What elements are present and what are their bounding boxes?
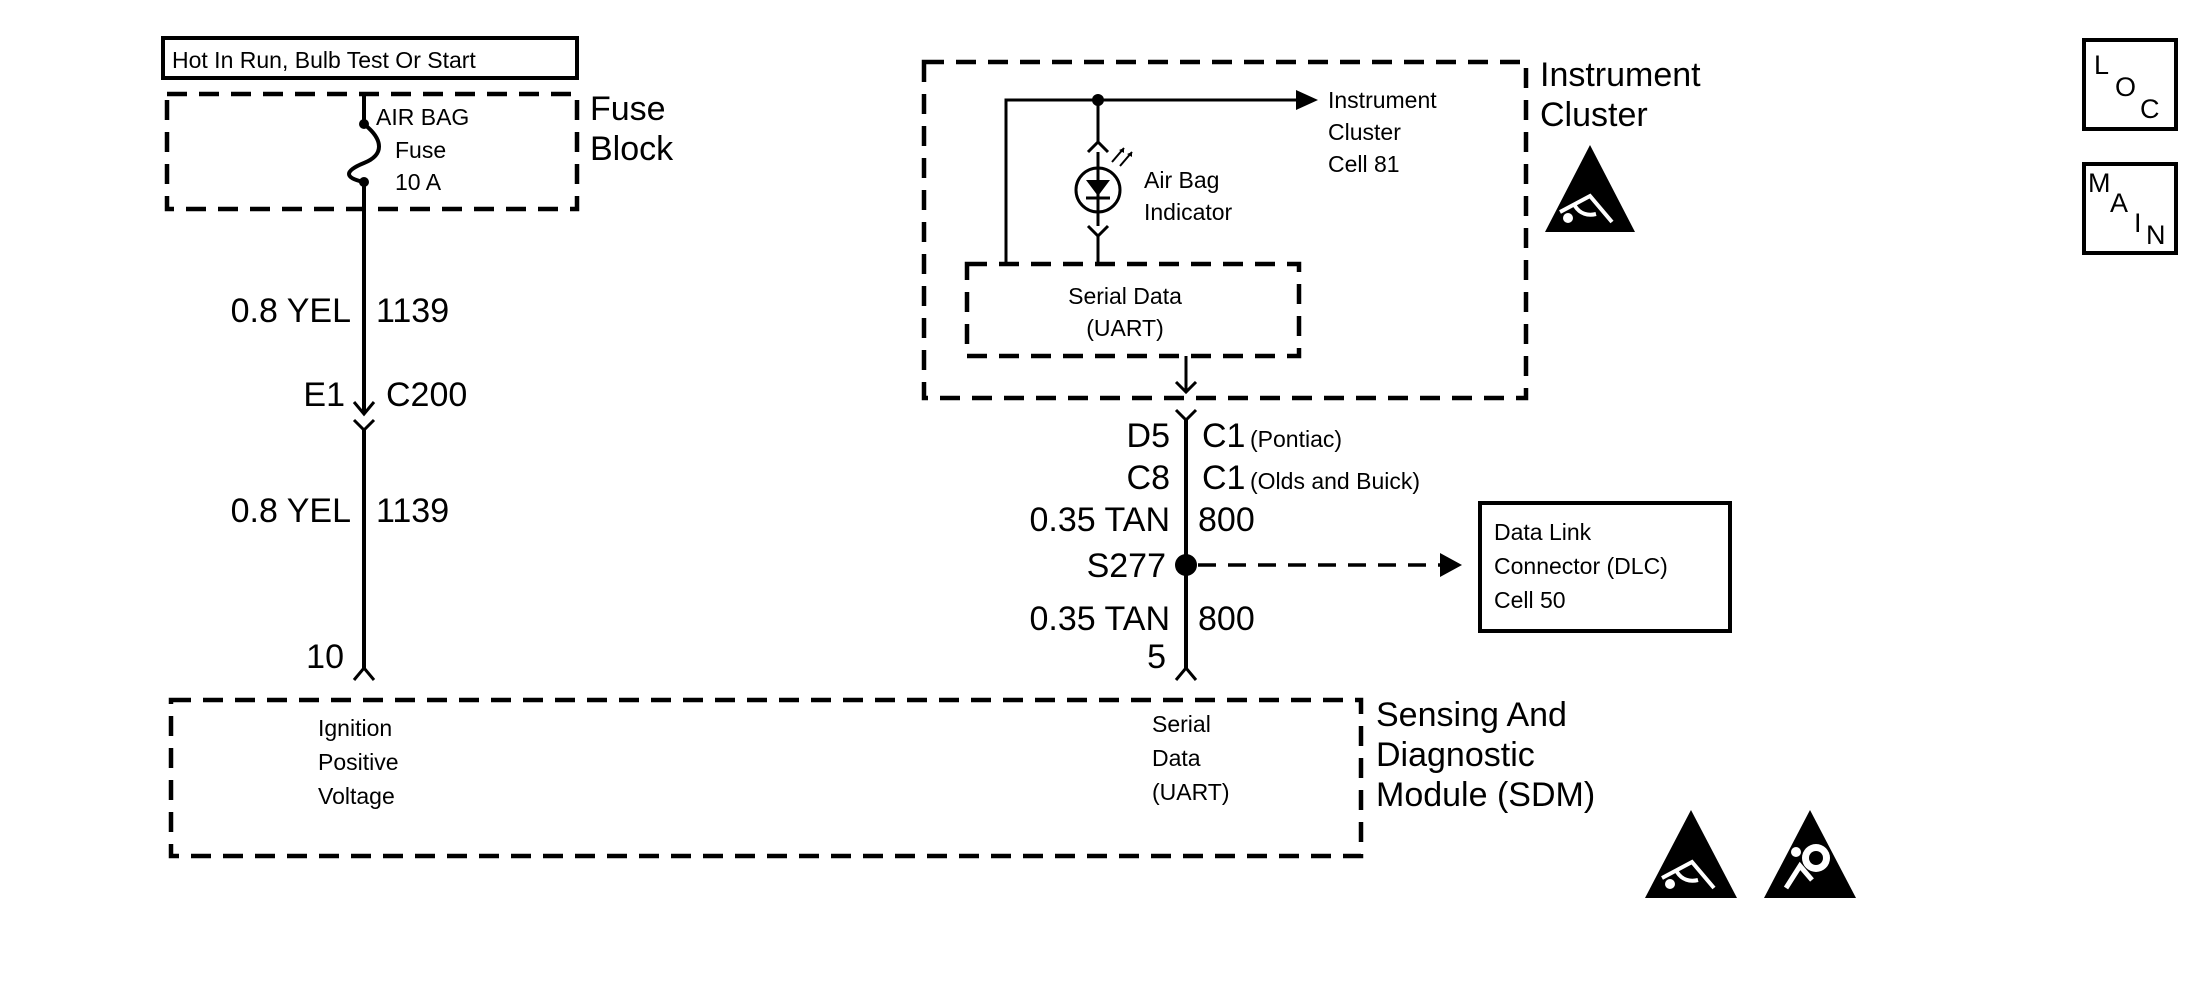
air-bag-indicator-icon — [1074, 147, 1133, 214]
loc-letter-c: C — [2140, 94, 2160, 124]
wire-1139 — [352, 182, 376, 681]
fuse-block-title-line2: Block — [590, 130, 674, 168]
sdm-title-line2: Diagnostic — [1376, 736, 1535, 774]
splice-s277 — [1175, 554, 1197, 576]
sdm-serial-line1: Serial — [1152, 711, 1211, 737]
c1-note-olds: (Olds and Buick) — [1250, 468, 1420, 494]
air-bag-indicator-line1: Air Bag — [1144, 167, 1219, 193]
c1-pin-pontiac: D5 — [1127, 417, 1170, 455]
splice-s277-label: S277 — [1087, 547, 1166, 585]
connector-c200-top — [352, 401, 376, 417]
wire-800-lower-circuit: 800 — [1198, 600, 1255, 638]
power-source-label: Hot In Run, Bulb Test Or Start — [172, 47, 476, 73]
sdm-pin-10-connector — [352, 665, 376, 681]
wire-1139-upper-circuit: 1139 — [376, 292, 449, 330]
sdm-pin-10-label: 10 — [306, 638, 344, 676]
dlc-arrow — [1440, 553, 1462, 577]
cluster-ref-line3: Cell 81 — [1328, 151, 1400, 177]
fuse-name: AIR BAG — [376, 104, 469, 130]
wire-1139-upper-gauge: 0.8 YEL — [231, 292, 351, 330]
main-letter-m: M — [2088, 168, 2111, 198]
dlc-line1: Data Link — [1494, 519, 1592, 545]
c1-label-pontiac: C1 — [1202, 417, 1245, 455]
fuse-icon — [347, 94, 381, 187]
connector-c1-top — [1174, 408, 1198, 423]
sdm-title-line3: Module (SDM) — [1376, 776, 1595, 814]
fuse-rating: 10 A — [395, 169, 442, 195]
connector-c200-bottom — [352, 418, 376, 433]
c200-label: C200 — [386, 376, 467, 414]
c1-label-olds: C1 — [1202, 459, 1245, 497]
wire-800 — [1174, 356, 1462, 681]
wire-800-upper-circuit: 800 — [1198, 501, 1255, 539]
dlc-line3: Cell 50 — [1494, 587, 1566, 613]
wire-800-upper-gauge: 0.35 TAN — [1030, 501, 1170, 539]
sdm-module: Sensing And Diagnostic Module (SDM) Igni… — [168, 696, 1595, 859]
loc-button[interactable]: L O C — [2082, 38, 2178, 131]
main-button[interactable]: M A I N — [2082, 162, 2178, 255]
fuse-word: Fuse — [395, 137, 446, 163]
esd-warning-icon — [1645, 810, 1737, 898]
loc-letter-l: L — [2094, 50, 2109, 80]
loc-letter-o: O — [2115, 72, 2136, 102]
main-letter-a: A — [2110, 188, 2128, 218]
sdm-serial-line2: Data — [1152, 745, 1201, 771]
instrument-cluster-title-line2: Cluster — [1540, 96, 1648, 134]
instrument-cluster-title-line1: Instrument — [1540, 56, 1701, 94]
power-source-box: Hot In Run, Bulb Test Or Start — [161, 36, 579, 80]
cluster-ref-line2: Cluster — [1328, 119, 1401, 145]
cluster-serial-data-box — [964, 261, 1302, 359]
sdm-ign-line3: Voltage — [318, 783, 395, 809]
fuse-block-title-line1: Fuse — [590, 90, 666, 128]
c1-pin-olds: C8 — [1127, 459, 1170, 497]
main-letter-n: N — [2146, 220, 2166, 250]
dlc-box: Data Link Connector (DLC) Cell 50 — [1478, 501, 1732, 633]
wire-800-lower-gauge: 0.35 TAN — [1030, 600, 1170, 638]
cluster-ref-arrow — [1296, 90, 1318, 110]
sdm-serial-line3: (UART) — [1152, 779, 1230, 805]
airbag-warning-icon — [1764, 810, 1856, 898]
main-letter-i: I — [2134, 208, 2142, 238]
sdm-pin-5-label: 5 — [1147, 638, 1166, 676]
cluster-serial-line1: Serial Data — [1068, 283, 1182, 309]
esd-warning-icon — [1545, 145, 1635, 232]
sdm-title-line1: Sensing And — [1376, 696, 1567, 734]
cluster-serial-line2: (UART) — [1086, 315, 1164, 341]
wire-1139-lower-gauge: 0.8 YEL — [231, 492, 351, 530]
dlc-line2: Connector (DLC) — [1494, 553, 1668, 579]
c1-note-pontiac: (Pontiac) — [1250, 426, 1342, 452]
c200-pin: E1 — [303, 376, 345, 414]
instrument-cluster: Instrument Cluster Air Bag Indicator Ins… — [921, 56, 1701, 401]
wire-1139-lower-circuit: 1139 — [376, 492, 449, 530]
fuse-block: Fuse Block AIR BAG Fuse 10 A — [164, 90, 674, 212]
sdm-pin-5-connector — [1174, 665, 1198, 681]
air-bag-indicator-line2: Indicator — [1144, 199, 1233, 225]
sdm-ign-line1: Ignition — [318, 715, 392, 741]
cluster-ref-line1: Instrument — [1328, 87, 1437, 113]
sdm-ign-line2: Positive — [318, 749, 399, 775]
